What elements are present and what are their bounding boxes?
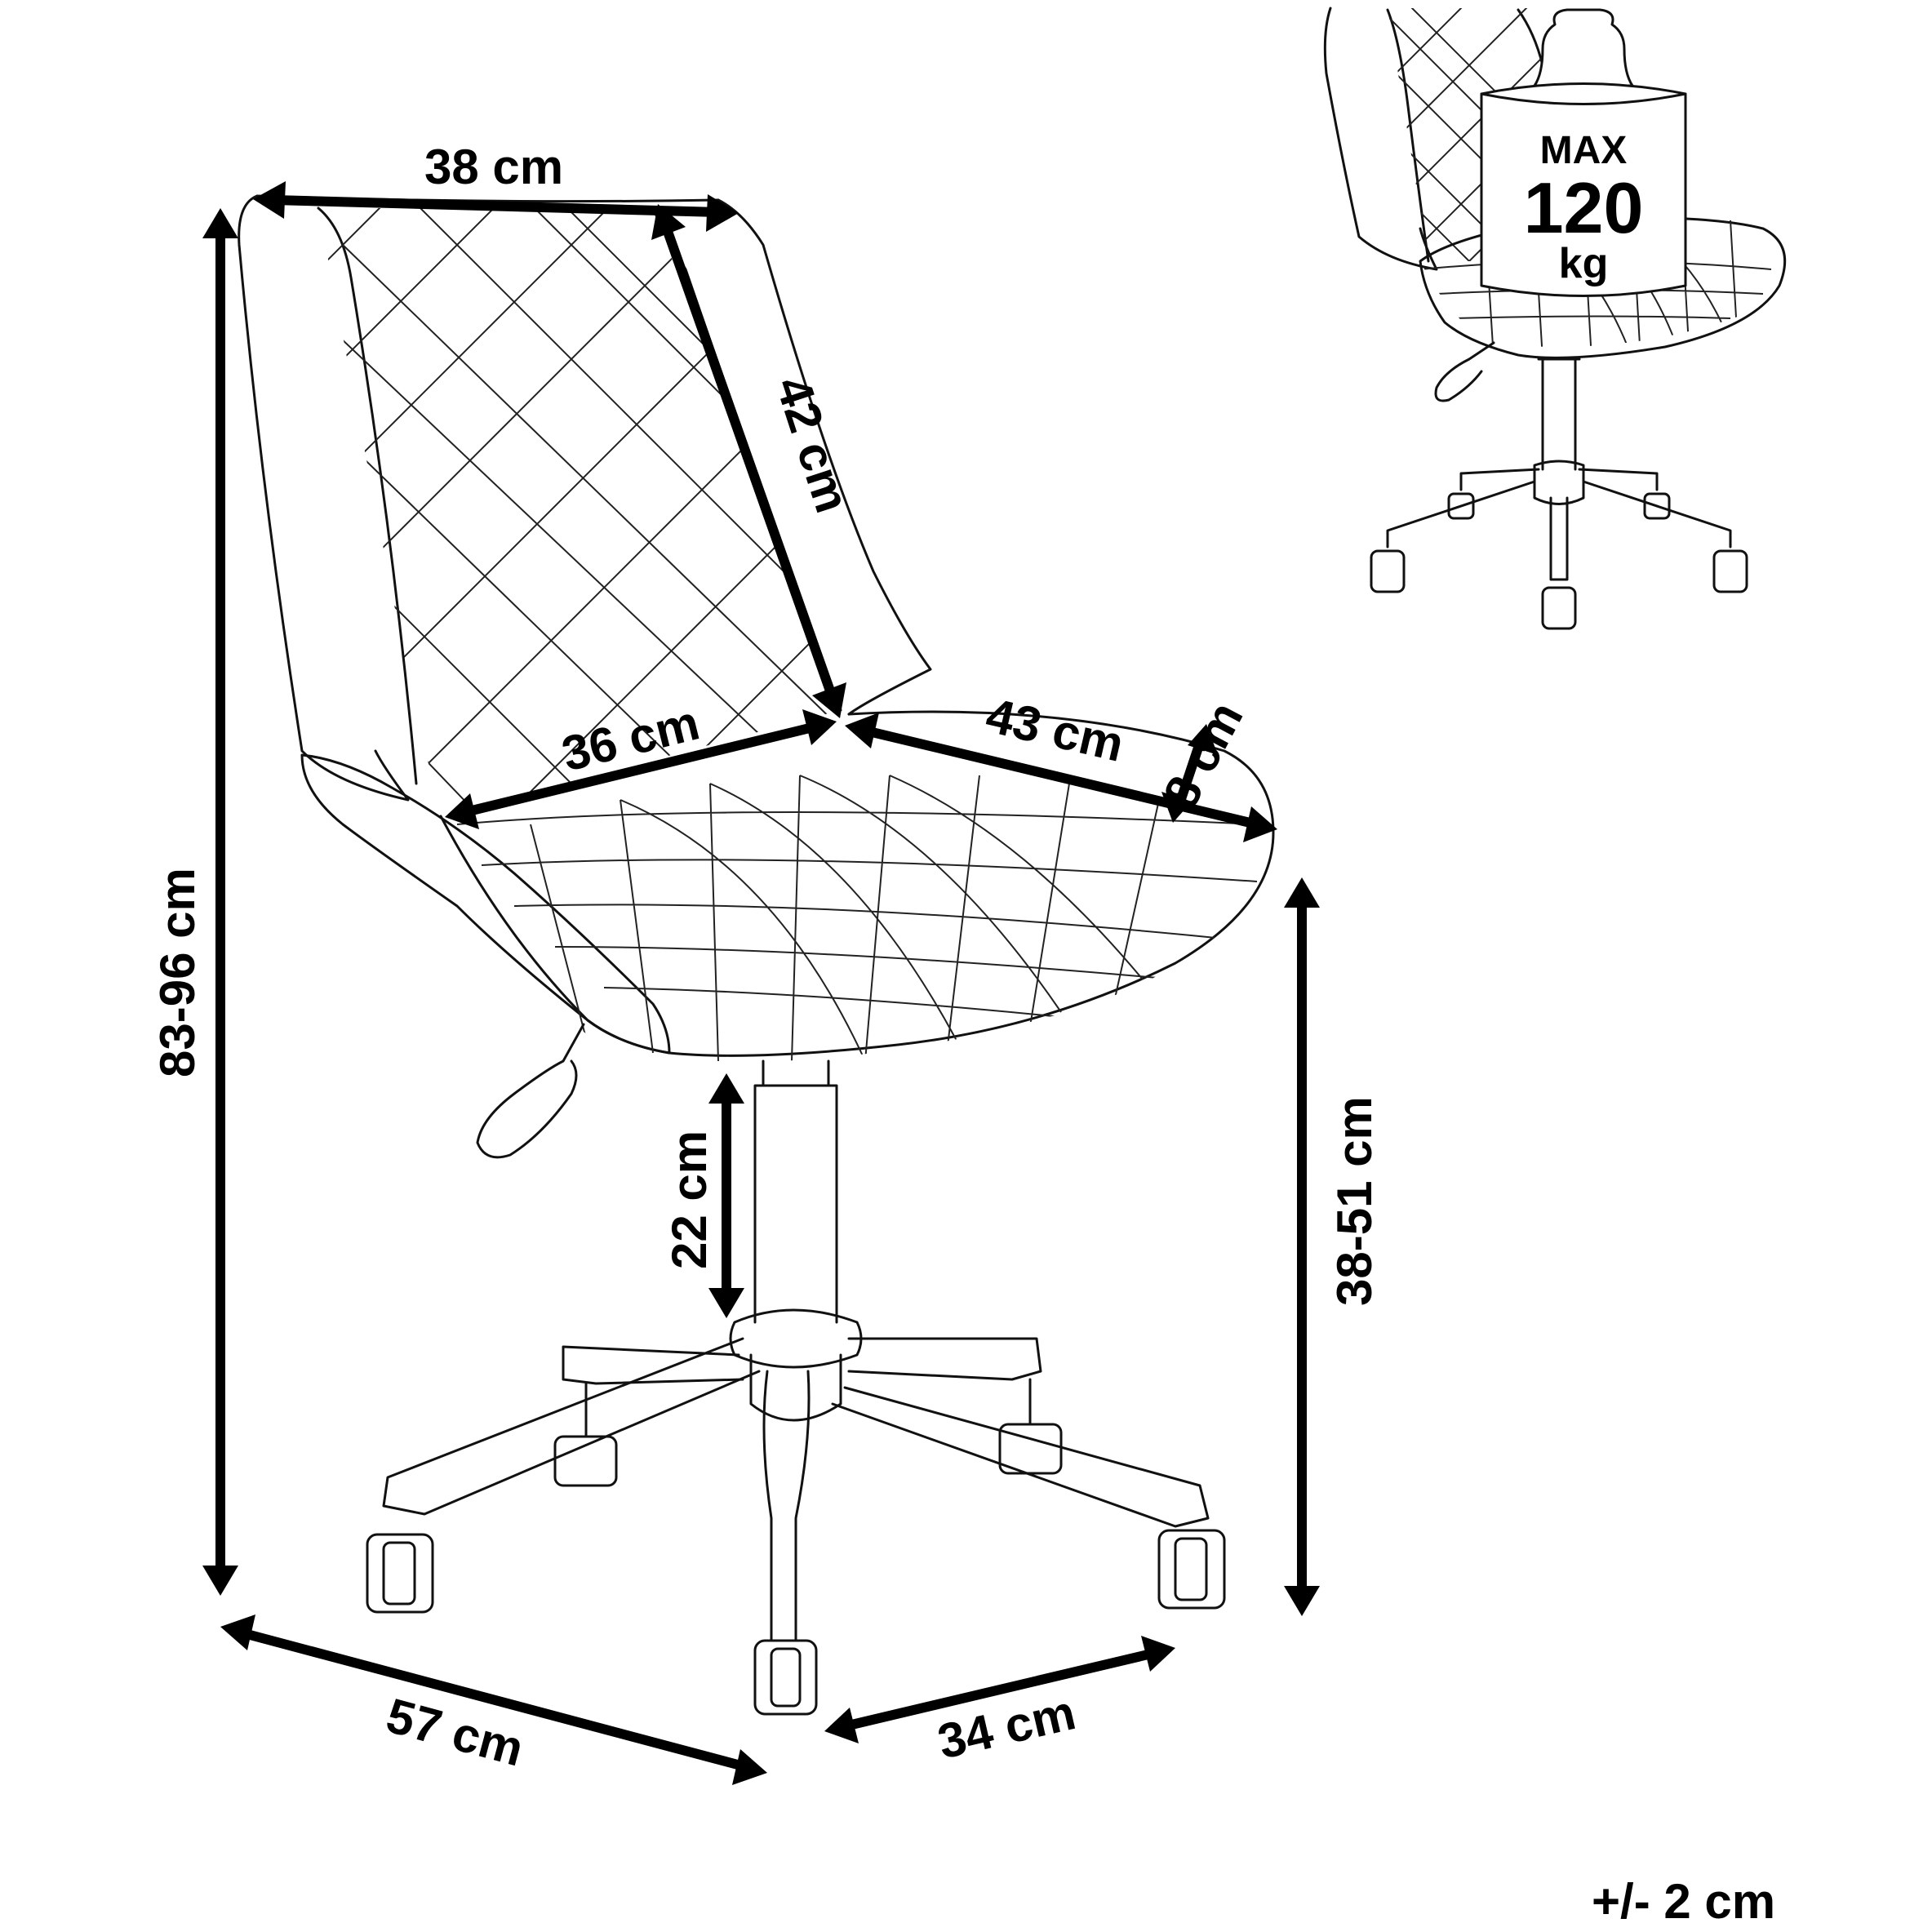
label-seat-height: 38-51 cm — [1327, 1096, 1382, 1306]
seat-left-bolster — [300, 753, 671, 1055]
leg-back-right — [847, 1337, 1042, 1381]
base-hub — [729, 1308, 863, 1422]
label-gas-lift: 22 cm — [662, 1130, 717, 1269]
small-cylinder — [1537, 358, 1581, 471]
caster-back-right — [998, 1378, 1063, 1475]
caster-right — [1157, 1529, 1226, 1610]
caster-back-left — [553, 1382, 618, 1487]
small-caster-left — [1370, 549, 1406, 593]
max-load-label: MAX — [1540, 129, 1628, 172]
seat-quilting — [456, 775, 1258, 1062]
backrest-inner-left — [317, 207, 418, 785]
max-load-weight-icon: MAX 120 kg — [1480, 8, 1687, 297]
label-seat-width-back: 38 cm — [424, 140, 563, 194]
dimension-labels: 38 cm 42 cm 36 cm 43 cm 8 cm 83-96 cm 38… — [150, 140, 1382, 1777]
small-hub — [1533, 460, 1585, 505]
main-chair-drawing — [238, 194, 1275, 1716]
small-legs — [1386, 468, 1732, 581]
label-backrest-height: 42 cm — [766, 370, 860, 519]
leg-right — [831, 1386, 1210, 1528]
small-backrest-inner — [1386, 8, 1430, 263]
backrest-outline — [238, 194, 410, 802]
max-load-unit: kg — [1559, 240, 1609, 287]
leg-front — [762, 1370, 811, 1642]
max-load-value: 120 — [1524, 167, 1644, 248]
small-caster-back-left — [1447, 492, 1475, 520]
height-lever — [476, 1023, 585, 1159]
label-total-height: 83-96 cm — [150, 868, 205, 1077]
dimension-arrows — [202, 181, 1320, 1785]
label-seat-thickness: 8 cm — [1153, 693, 1253, 817]
small-backrest — [1323, 7, 1438, 271]
caster-front — [753, 1639, 818, 1716]
gas-cylinder — [753, 1059, 838, 1324]
backrest-outline-right — [717, 198, 932, 716]
caster-left — [366, 1533, 434, 1614]
leg-left — [382, 1337, 761, 1516]
tolerance-note: +/- 2 cm — [1592, 1874, 1775, 1929]
backrest-quilting — [318, 208, 841, 816]
small-caster-back-right — [1643, 492, 1671, 520]
leg-back-left — [562, 1345, 744, 1385]
small-lever — [1434, 341, 1495, 402]
small-caster-right — [1712, 549, 1748, 593]
small-caster-front — [1541, 586, 1577, 630]
